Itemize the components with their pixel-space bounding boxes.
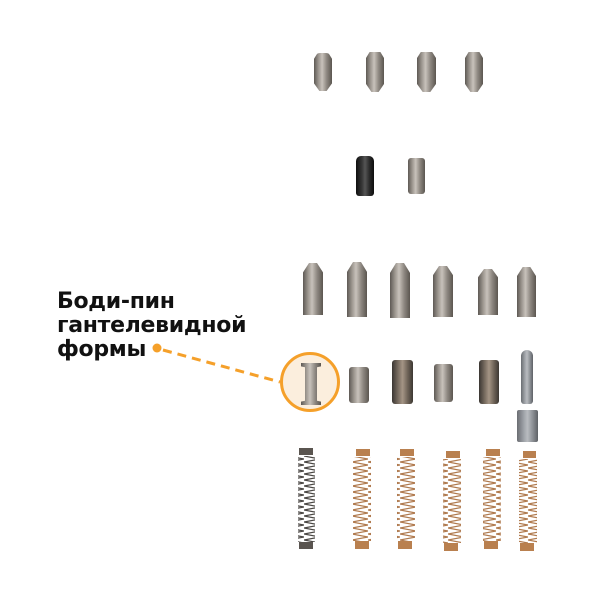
pointed-pin	[433, 266, 453, 317]
body-pin	[349, 367, 369, 403]
callout-label: Боди-пин гантелевидной формы	[57, 290, 246, 362]
body-pin	[434, 364, 453, 402]
black-pin	[356, 156, 374, 196]
pointed-pin	[390, 263, 410, 318]
dumbbell-body-pin	[301, 363, 321, 405]
body-pin	[479, 360, 499, 404]
spring	[483, 449, 501, 549]
spring	[397, 449, 415, 549]
callout-line-2: гантелевидной	[57, 313, 247, 338]
callout-line-1: Боди-пин	[57, 289, 175, 314]
bullet-pin	[417, 52, 436, 92]
spring	[519, 451, 537, 551]
silver-pin	[408, 158, 425, 194]
spring	[298, 448, 315, 549]
body-pin	[392, 360, 413, 404]
bullet-pin	[314, 53, 332, 91]
spring	[353, 449, 371, 549]
plunger-pin	[521, 350, 533, 404]
pointed-pin	[347, 262, 367, 317]
pointed-pin	[303, 263, 323, 315]
spring	[443, 451, 461, 551]
pointed-pin	[517, 267, 536, 317]
bullet-pin	[366, 52, 384, 92]
steel-sleeve	[517, 410, 538, 442]
callout-line-3: формы	[57, 337, 147, 362]
bullet-pin	[465, 52, 483, 92]
pointed-pin	[478, 269, 498, 315]
